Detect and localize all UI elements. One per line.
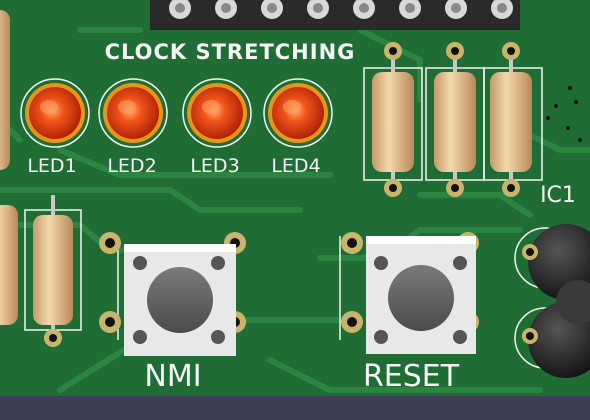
resistor-r3 — [483, 42, 543, 197]
led-3-label: LED3 — [190, 155, 239, 177]
resistor-r1 — [363, 42, 423, 197]
led-group — [20, 78, 333, 148]
nmi-label: NMI — [144, 359, 201, 394]
led-4-label: LED4 — [271, 155, 320, 177]
header-pin-hole — [451, 3, 461, 13]
led-2 — [98, 78, 168, 148]
header-pin-hole — [497, 3, 507, 13]
board-edge — [0, 396, 590, 420]
resistor-array-left — [0, 10, 82, 347]
resistor-array-right — [363, 42, 543, 197]
header-pin-hole — [405, 3, 415, 13]
header-pin-hole — [313, 3, 323, 13]
section-title: CLOCK STRETCHING — [105, 40, 356, 64]
header-pin-hole — [221, 3, 231, 13]
reset-button[interactable] — [339, 232, 479, 354]
led-3 — [182, 78, 252, 148]
led-2-label: LED2 — [107, 155, 156, 177]
pcb-substrate — [0, 0, 590, 398]
reset-label: RESET — [363, 359, 460, 394]
header-pin-hole — [175, 3, 185, 13]
resistor-r2 — [425, 42, 485, 197]
header-pin-hole — [359, 3, 369, 13]
ic1-package — [514, 224, 590, 378]
nmi-button-cap[interactable] — [147, 267, 213, 333]
vias — [546, 86, 582, 142]
header-pin-hole — [267, 3, 277, 13]
resistor-left-upper — [0, 205, 18, 325]
led-4 — [263, 78, 333, 148]
led-1 — [20, 78, 90, 148]
reset-button-cap[interactable] — [388, 265, 454, 331]
led-1-label: LED1 — [27, 155, 76, 177]
ic1-label: IC1 — [540, 183, 576, 208]
nmi-button[interactable] — [99, 232, 246, 356]
pin-header — [150, 0, 520, 30]
resistor-left-lower — [24, 195, 82, 347]
